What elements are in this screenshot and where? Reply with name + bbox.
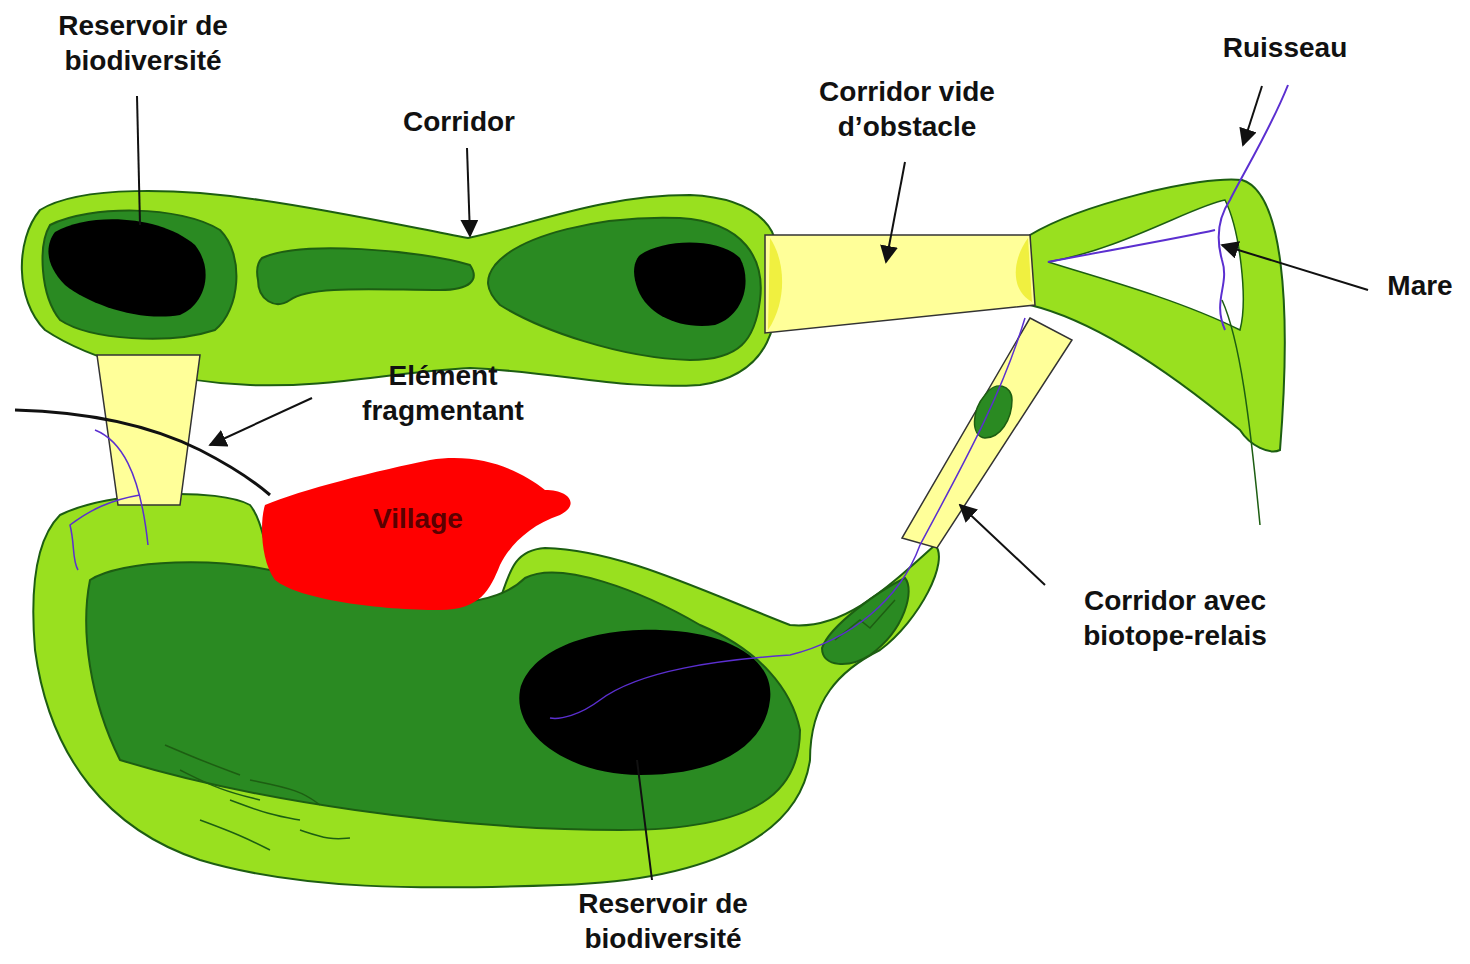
- terrain-texture: [165, 745, 350, 850]
- callout-label: Corridor vide d’obstacle: [782, 74, 1032, 144]
- fragmenting-road: [15, 410, 270, 495]
- place-name: Village: [373, 501, 463, 536]
- callout-label: Reservoir de biodiversité: [538, 886, 788, 956]
- callout-label: Ruisseau: [1190, 30, 1380, 65]
- stream: [70, 495, 140, 570]
- corridor-end: [768, 238, 782, 330]
- callout-label: Corridor avec biotope-relais: [1045, 583, 1305, 653]
- relay-biotope: [822, 578, 909, 664]
- callout-label: Corridor: [349, 104, 569, 139]
- pond-area: [1048, 200, 1243, 330]
- leader-lines: [137, 86, 1368, 880]
- stream: [1219, 85, 1288, 330]
- stream: [1222, 300, 1260, 525]
- forest-patch: [43, 211, 237, 339]
- corridor-end: [1016, 238, 1032, 302]
- forest-patch: [488, 218, 761, 360]
- forest-patch: [257, 248, 474, 304]
- village-shape: [262, 458, 571, 610]
- reservoir-core: [519, 630, 770, 775]
- callout-label: Elément fragmentant: [323, 358, 563, 428]
- corridor-strip: [765, 235, 1035, 333]
- callout-label: Mare: [1375, 268, 1465, 303]
- corridor-strip: [902, 318, 1072, 548]
- callout-label: Reservoir de biodiversité: [18, 8, 268, 78]
- village-area: Village: [258, 450, 588, 615]
- stream: [1048, 230, 1215, 262]
- stream: [95, 430, 148, 545]
- reservoir-core: [634, 243, 746, 326]
- reservoir-core: [48, 219, 205, 316]
- stream: [550, 318, 1025, 718]
